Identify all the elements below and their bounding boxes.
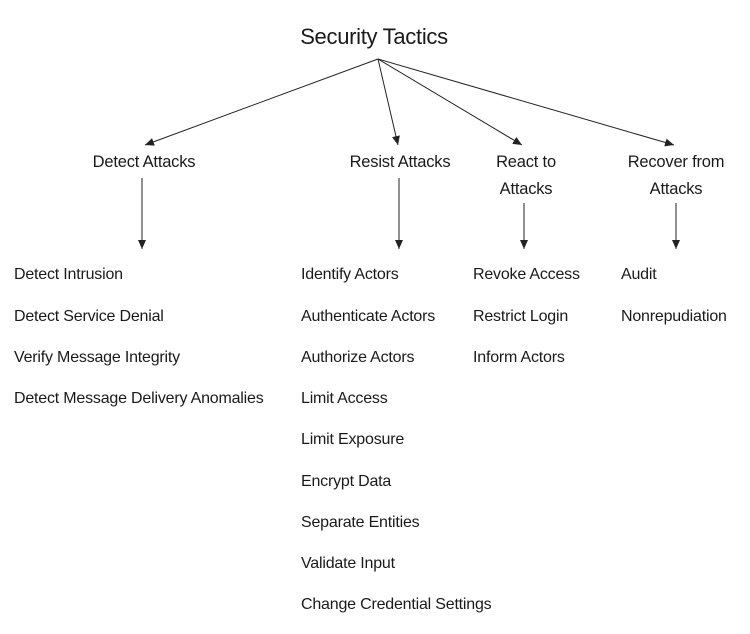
tactic-authenticate-actors: Authenticate Actors: [301, 308, 436, 325]
tactic-validate-input: Validate Input: [301, 555, 395, 572]
tactic-detect-message-delivery-anomalies: Detect Message Delivery Anomalies: [14, 390, 264, 407]
edge-root-to-recover-from-attacks: [377, 58, 675, 147]
tactic-change-credential-settings: Change Credential Settings: [301, 596, 492, 613]
tactic-restrict-login: Restrict Login: [473, 308, 569, 325]
tactic-detect-intrusion: Detect Intrusion: [14, 266, 123, 283]
tactic-verify-message-integrity: Verify Message Integrity: [14, 349, 180, 366]
category-detect-attacks: Detect Attacks: [92, 153, 196, 171]
root-node-security-tactics: Security Tactics: [300, 24, 448, 49]
tactic-authorize-actors: Authorize Actors: [301, 349, 415, 366]
tactic-limit-access: Limit Access: [301, 390, 388, 407]
category-resist-attacks: Resist Attacks: [349, 153, 451, 171]
tactic-revoke-access: Revoke Access: [473, 266, 580, 283]
tactic-inform-actors: Inform Actors: [473, 349, 565, 366]
tactic-limit-exposure: Limit Exposure: [301, 431, 405, 448]
edge-root-to-react-to-attacks: [377, 58, 523, 146]
tactic-audit: Audit: [621, 266, 657, 283]
category-recover-from-attacks: Recover from Attacks: [627, 153, 725, 198]
edge-root-to-detect-attacks: [144, 58, 379, 146]
tactic-separate-entities: Separate Entities: [301, 514, 420, 531]
tactic-encrypt-data: Encrypt Data: [301, 473, 392, 490]
tactic-nonrepudiation: Nonrepudiation: [621, 308, 727, 325]
edge-root-to-resist-attacks: [377, 58, 400, 146]
tactic-detect-service-denial: Detect Service Denial: [14, 308, 164, 325]
tactic-identify-actors: Identify Actors: [301, 266, 399, 283]
category-react-to-attacks: React to Attacks: [496, 153, 556, 198]
